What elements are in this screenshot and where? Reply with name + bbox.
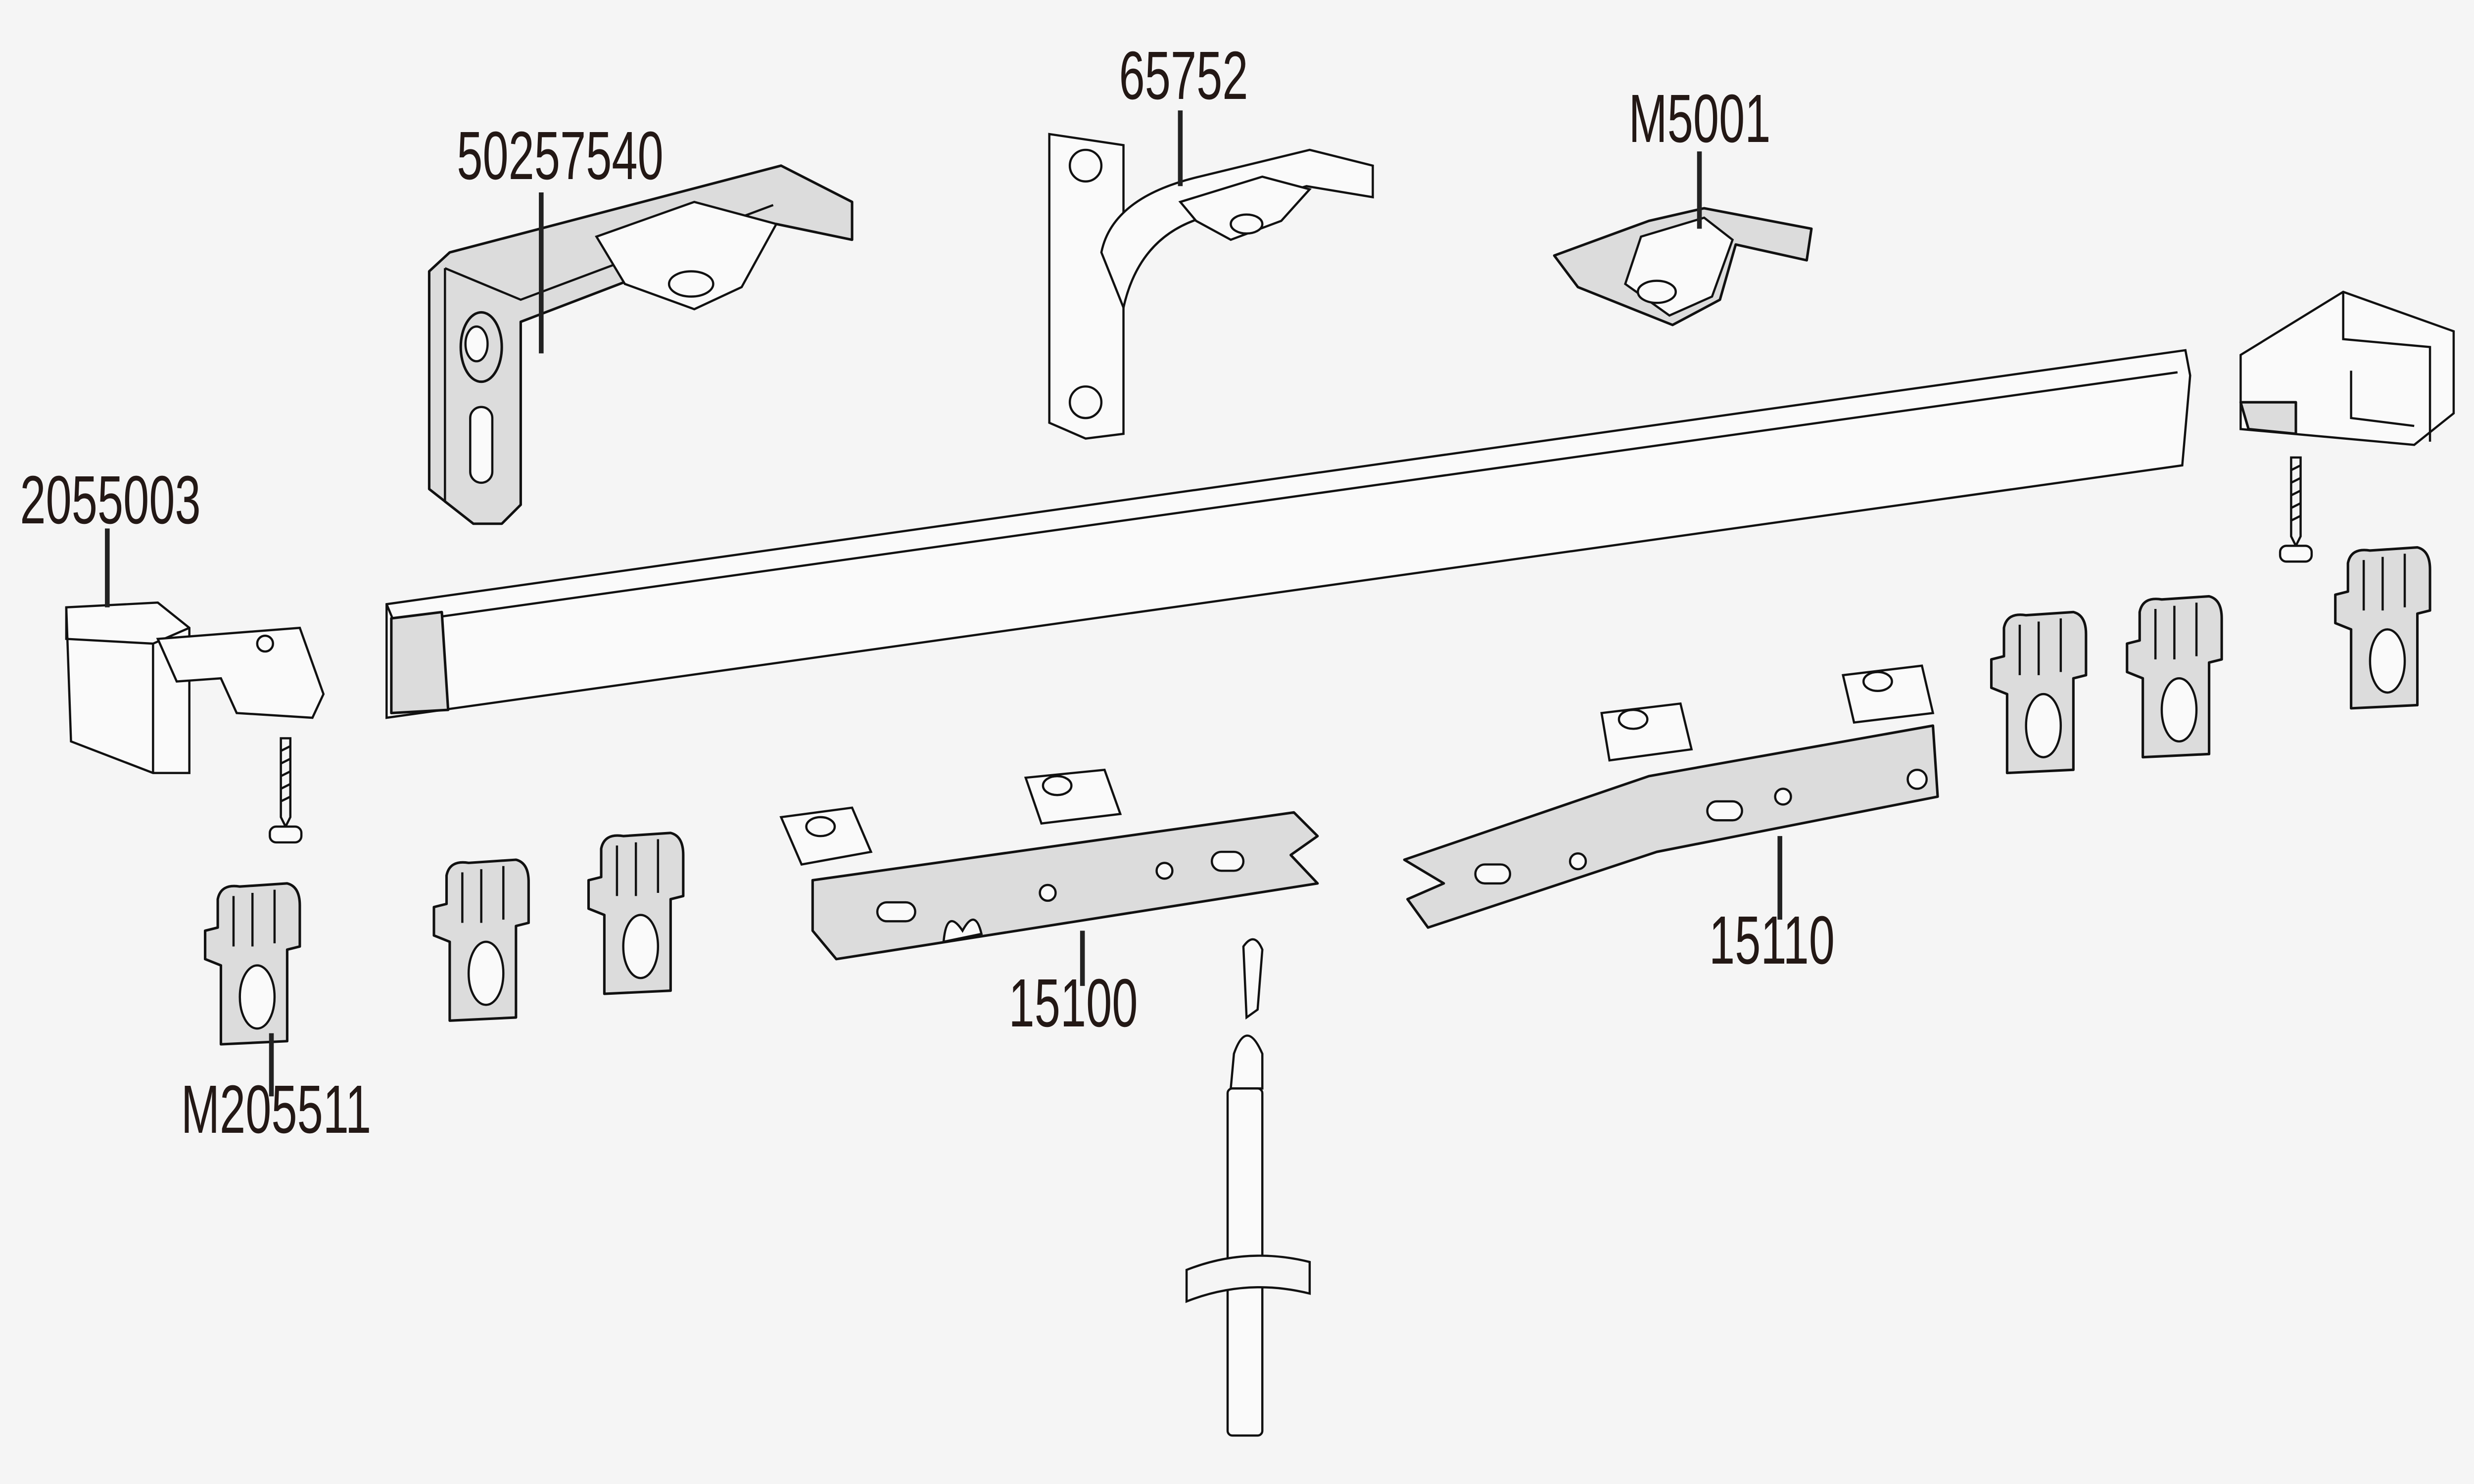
end-cap-right — [2239, 290, 2455, 446]
short-wall-bracket — [1048, 133, 1374, 440]
screw-right — [2280, 458, 2312, 561]
draw-wand — [1185, 938, 1311, 1437]
label-15100: 15100 — [1009, 965, 1138, 1041]
glider — [588, 833, 683, 994]
master-carrier-right — [1403, 664, 1939, 929]
end-cap-left — [65, 601, 325, 774]
screw-left — [270, 738, 301, 842]
label-m5001: M5001 — [1629, 81, 1771, 157]
glider — [1992, 612, 2086, 773]
label-65752: 65752 — [1119, 38, 1248, 114]
glider — [2127, 596, 2222, 757]
glider — [205, 883, 300, 1044]
glider — [2335, 548, 2430, 708]
bracket-carrier — [1553, 207, 1813, 326]
label-15110: 15110 — [1709, 902, 1835, 978]
long-wall-bracket — [428, 164, 854, 525]
label-2055003: 2055003 — [20, 462, 200, 538]
label-m205511: M205511 — [181, 1071, 371, 1148]
track-rail — [385, 349, 2191, 719]
master-carrier-left — [779, 768, 1319, 961]
label-50257540: 50257540 — [457, 118, 664, 194]
glider — [434, 860, 528, 1020]
